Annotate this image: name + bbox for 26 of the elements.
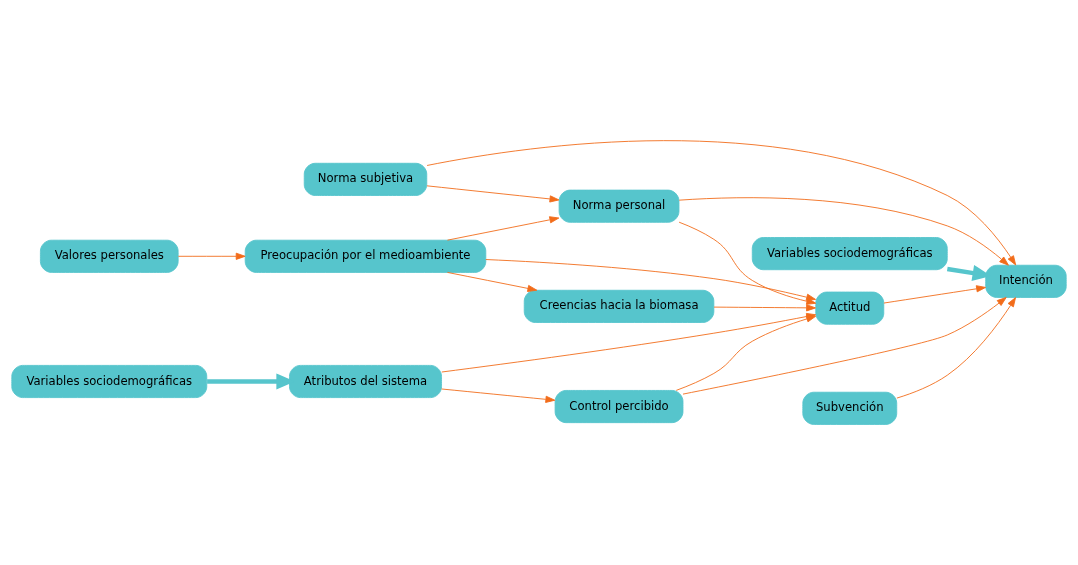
node-box: Variables sociodemográficas [11, 364, 208, 399]
node-box: Variables sociodemográficas [751, 237, 948, 271]
node-box: Valores personales [39, 239, 179, 273]
arrow [678, 197, 1009, 266]
arrow [485, 259, 816, 301]
node-box: Norma personal [558, 189, 680, 223]
node-box: Subvención [802, 391, 898, 425]
arrow [177, 252, 246, 260]
arrow [675, 315, 817, 391]
arrow [426, 140, 1017, 266]
node-box: Actitud [815, 291, 885, 325]
arrow [447, 216, 560, 241]
node-box: Preocupación por el medioambiente [244, 239, 487, 273]
node-box: Control percibido [554, 390, 684, 424]
arrow [441, 388, 556, 403]
arrow [447, 271, 538, 292]
arrow [426, 185, 560, 203]
arrow [682, 297, 1007, 395]
node-box: Creencias hacia la biomasa [523, 289, 715, 323]
arrow [896, 297, 1016, 399]
node-box: Intención [985, 264, 1067, 298]
arrow [713, 304, 816, 312]
node-box: Norma subjetiva [303, 162, 428, 196]
arrow [883, 285, 986, 304]
arrow [678, 221, 817, 305]
node-box: Atributos del sistema [289, 364, 442, 399]
